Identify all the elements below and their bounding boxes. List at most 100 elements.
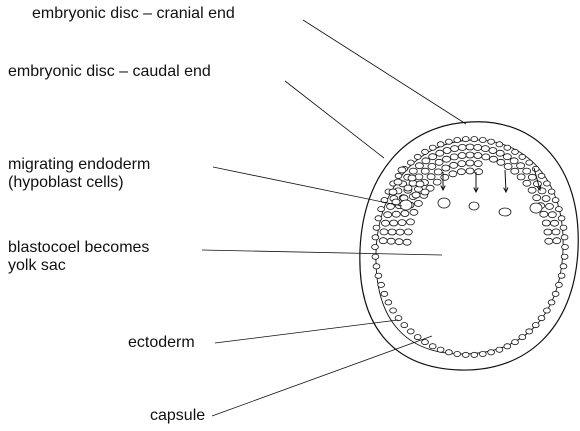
embryonic-disc-cell bbox=[443, 156, 451, 162]
embryonic-disc-cell bbox=[403, 239, 411, 245]
embryonic-disc-cell bbox=[517, 174, 525, 180]
ectoderm-cell bbox=[561, 254, 568, 259]
embryonic-disc-cell bbox=[504, 163, 512, 169]
embryonic-disc-cell bbox=[553, 238, 561, 244]
ectoderm-cell bbox=[544, 181, 551, 186]
ectoderm-cell bbox=[407, 160, 414, 165]
embryonic-disc-cell bbox=[528, 187, 536, 193]
hypoblast-cell bbox=[438, 198, 450, 208]
ectoderm-cell bbox=[401, 323, 408, 328]
label-ectoderm: ectoderm bbox=[128, 334, 195, 352]
hypoblast-cell bbox=[400, 200, 412, 210]
ectoderm-cell bbox=[381, 291, 388, 296]
embryonic-disc-cell bbox=[392, 211, 400, 217]
embryonic-disc-cell bbox=[497, 159, 505, 165]
ectoderm-cell bbox=[462, 137, 469, 142]
embryonic-disc-cell bbox=[542, 220, 550, 226]
embryonic-disc-cell bbox=[548, 212, 556, 218]
ectoderm-cell bbox=[504, 145, 511, 150]
embryonic-disc-cell bbox=[396, 229, 404, 235]
ectoderm-cell bbox=[532, 323, 539, 328]
ectoderm-cell bbox=[373, 225, 380, 230]
ectoderm-cell bbox=[512, 340, 519, 345]
embryonic-disc-cell bbox=[510, 158, 518, 164]
embryonic-disc-cell bbox=[390, 220, 398, 226]
capsule-outline bbox=[360, 122, 578, 370]
embryonic-disc-cell bbox=[407, 219, 415, 225]
embryonic-disc-cell bbox=[421, 189, 429, 195]
label-yolk-sac: yolk sac bbox=[8, 257, 66, 275]
embryonic-disc-cell bbox=[533, 195, 541, 201]
ectoderm-cell bbox=[488, 350, 495, 355]
ectoderm-cell bbox=[446, 350, 453, 355]
ectoderm-cell bbox=[558, 216, 565, 221]
embryonic-disc-cell bbox=[398, 220, 406, 226]
embryonic-disc-cell bbox=[542, 196, 550, 202]
embryonic-disc-cell bbox=[421, 168, 429, 174]
embryonic-disc-cell bbox=[389, 189, 397, 195]
embryonic-disc-cell bbox=[450, 162, 458, 168]
ectoderm-cell bbox=[462, 352, 469, 357]
label-cranial-end: embryonic disc – cranial end bbox=[32, 5, 235, 23]
embryonic-disc-cell bbox=[404, 229, 412, 235]
ectoderm-cell bbox=[560, 225, 567, 230]
label-caudal-end: embryonic disc – caudal end bbox=[8, 63, 211, 81]
embryonic-disc-cell bbox=[466, 152, 474, 158]
ectoderm-cell bbox=[538, 316, 545, 321]
embryonic-disc-cell bbox=[404, 185, 412, 191]
embryonic-disc-cell bbox=[523, 168, 531, 174]
ectoderm-cell bbox=[471, 352, 478, 357]
ectoderm-cell bbox=[378, 282, 385, 287]
leader-line-blastocoel bbox=[202, 250, 442, 255]
embryonic-disc-cell bbox=[409, 168, 417, 174]
embryonic-disc-cell bbox=[408, 175, 416, 181]
ectoderm-cell bbox=[496, 142, 503, 147]
embryonic-disc-cell bbox=[474, 153, 482, 159]
ectoderm-cell bbox=[548, 189, 555, 194]
embryonic-disc-cell bbox=[458, 153, 466, 159]
arrow-line bbox=[505, 170, 506, 192]
ectoderm-cell bbox=[446, 139, 453, 144]
embryonic-disc-cell bbox=[428, 163, 436, 169]
embryonic-disc-cell bbox=[395, 239, 403, 245]
embryonic-disc-cell bbox=[442, 165, 450, 171]
hypoblast-cell bbox=[499, 208, 511, 216]
embryonic-disc-cell bbox=[422, 158, 430, 164]
embryonic-disc-cell bbox=[436, 150, 444, 156]
ectoderm-cell bbox=[496, 347, 503, 352]
embryonic-disc-cell bbox=[433, 179, 441, 185]
embryonic-disc-cell bbox=[489, 148, 497, 154]
ectoderm-cell bbox=[372, 244, 379, 249]
embryonic-disc-cell bbox=[415, 163, 423, 169]
embryonic-disc-cell bbox=[481, 146, 489, 152]
ectoderm-cell bbox=[375, 216, 382, 221]
ectoderm-cell bbox=[407, 329, 414, 334]
embryonic-disc-cell bbox=[380, 229, 388, 235]
label-blastocoel: blastocoel becomes bbox=[8, 239, 149, 257]
ectoderm-cell bbox=[519, 154, 526, 159]
ectoderm-cell bbox=[504, 344, 511, 349]
ectoderm-cell bbox=[556, 207, 563, 212]
embryonic-disc-cell bbox=[545, 238, 553, 244]
cell-layer bbox=[372, 137, 569, 358]
embryonic-disc-cell bbox=[517, 163, 525, 169]
ectoderm-cell bbox=[422, 149, 429, 154]
embryonic-disc-cell bbox=[457, 169, 465, 175]
ectoderm-cell bbox=[454, 137, 461, 142]
leader-line-caudal bbox=[285, 81, 384, 158]
embryonic-disc-cell bbox=[429, 154, 437, 160]
ectoderm-cell bbox=[385, 300, 392, 305]
embryonic-disc-cell bbox=[490, 156, 498, 162]
ectoderm-cell bbox=[373, 264, 380, 269]
embryonic-disc-cell bbox=[450, 154, 458, 160]
ectoderm-cell bbox=[526, 160, 533, 165]
embryonic-disc-cell bbox=[458, 144, 466, 150]
ectoderm-cell bbox=[519, 335, 526, 340]
embryonic-disc-cell bbox=[474, 144, 482, 150]
embryonic-disc-cell bbox=[482, 154, 490, 160]
ectoderm-cell bbox=[560, 264, 567, 269]
label-hypoblast-cells: (hypoblast cells) bbox=[8, 174, 124, 192]
embryonic-disc-cell bbox=[544, 229, 552, 235]
ectoderm-cell bbox=[395, 173, 402, 178]
